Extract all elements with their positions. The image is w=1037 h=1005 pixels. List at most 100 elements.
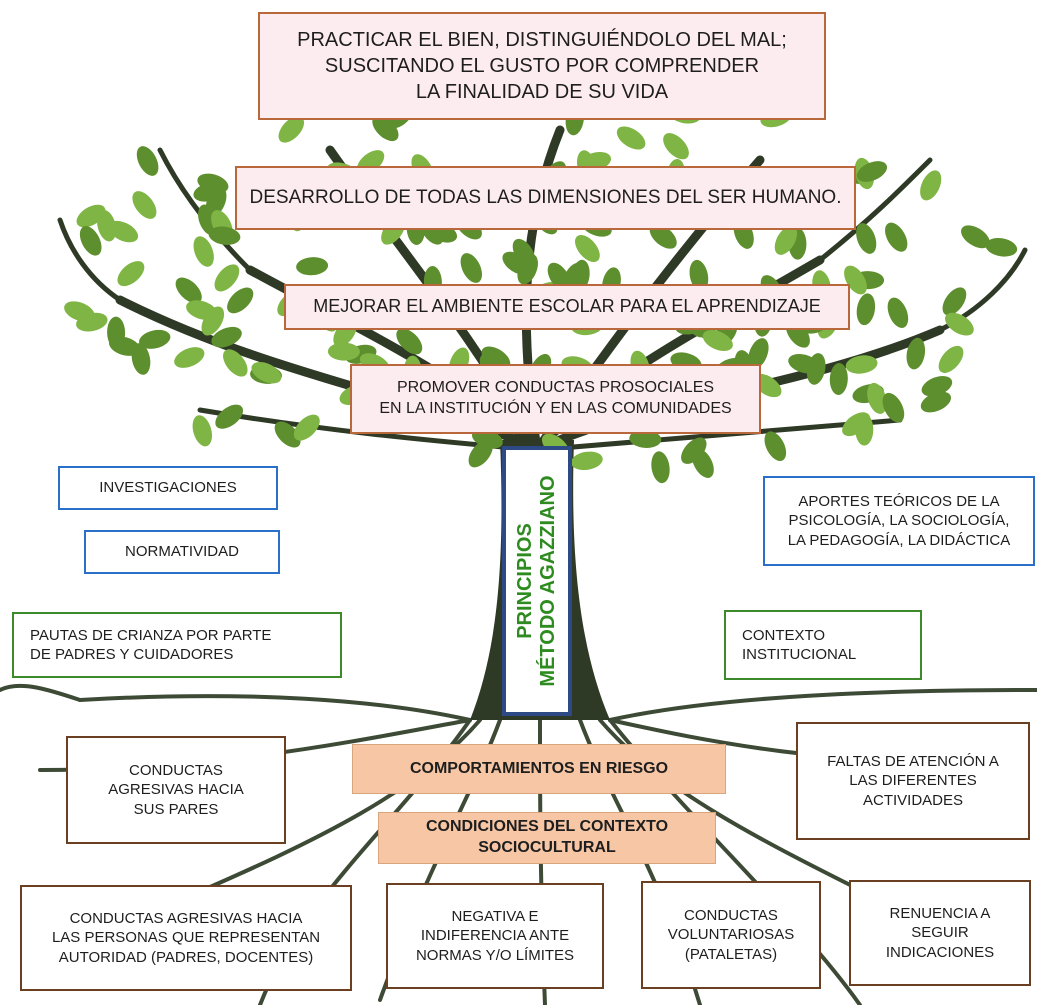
leaf: [663, 133, 689, 160]
leaf: [764, 431, 787, 462]
leaf: [985, 238, 1018, 257]
leaf: [208, 226, 241, 245]
leaf: [517, 253, 538, 285]
leaf: [223, 349, 248, 377]
leaf: [107, 316, 126, 349]
condiciones-contexto-label: CONDICIONES DEL CONTEXTO SOCIOCULTURAL: [425, 818, 669, 856]
leaf: [327, 342, 360, 361]
contexto-institucional-box: CONTEXTO INSTITUCIONAL: [724, 610, 922, 680]
leaf: [79, 225, 102, 256]
root: [0, 683, 82, 702]
leaf: [629, 429, 662, 448]
leaf: [575, 234, 600, 263]
leaf: [274, 421, 301, 448]
leaf: [571, 259, 590, 292]
leaf: [867, 382, 887, 414]
conductas-autoridad-label: CONDUCTAS AGRESIVAS HACIA LAS PERSONAS Q…: [51, 909, 321, 966]
root: [608, 688, 1032, 722]
comportamientos-riesgo-header: COMPORTAMIENTOS EN RIESGO: [352, 744, 726, 794]
leaf: [193, 236, 214, 267]
leaf: [748, 338, 769, 369]
source-investigaciones: INVESTIGACIONES: [58, 466, 278, 510]
leaf: [76, 204, 106, 228]
trunk-box: PRINCIPIOS MÉTODO AGAZZIANO: [502, 446, 572, 716]
leaf: [885, 222, 908, 252]
leaf: [906, 337, 926, 370]
goal-text-3: MEJORAR EL AMBIENTE ESCOLAR PARA EL APRE…: [313, 296, 821, 317]
leaf: [806, 353, 826, 385]
crianza-box: PAUTAS DE CRIANZA POR PARTE DE PADRES Y …: [12, 612, 342, 678]
faltas-atencion-label: FALTAS DE ATENCIÓN A LAS DIFERENTES ACTI…: [827, 752, 999, 809]
leaf: [136, 146, 159, 176]
leaf: [193, 182, 225, 202]
leaf: [856, 161, 888, 182]
leaf: [938, 345, 964, 373]
leaf: [774, 225, 798, 255]
conductas-autoridad-box: CONDUCTAS AGRESIVAS HACIA LAS PERSONAS Q…: [20, 885, 352, 991]
leaf: [293, 414, 320, 441]
goal-text-2: DESARROLLO DE TODAS LAS DIMENSIONES DEL …: [249, 186, 842, 208]
contexto-institucional-label: CONTEXTO INSTITUCIONAL: [742, 626, 857, 664]
leaf: [856, 223, 877, 254]
leaf: [214, 264, 240, 292]
leaf: [372, 115, 399, 142]
leaf: [396, 328, 423, 355]
leaf: [920, 170, 942, 201]
leaf: [882, 392, 905, 423]
source-normatividad: NORMATIVIDAD: [84, 530, 280, 574]
goal-box-2: DESARROLLO DE TODAS LAS DIMENSIONES DEL …: [235, 166, 856, 230]
leaf: [887, 297, 909, 329]
leaf: [691, 448, 714, 478]
leaf: [920, 391, 952, 413]
goal-text-1: PRACTICAR EL BIEN, DISTINGUIÉNDOLO DEL M…: [297, 29, 787, 103]
leaf: [296, 257, 329, 276]
crianza-label: PAUTAS DE CRIANZA POR PARTE DE PADRES Y …: [30, 626, 272, 664]
comportamientos-riesgo-label: COMPORTAMIENTOS EN RIESGO: [409, 759, 669, 777]
trunk-label: PRINCIPIOS MÉTODO AGAZZIANO: [514, 475, 559, 687]
branch: [57, 217, 123, 303]
renuencia-label: RENUENCIA A SEGUIR INDICACIONES: [885, 904, 995, 961]
leaf: [702, 330, 733, 351]
leaf: [649, 223, 677, 249]
leaf: [829, 363, 848, 395]
renuencia-box: RENUENCIA A SEGUIR INDICACIONES: [849, 880, 1031, 986]
leaf: [64, 301, 95, 322]
branch: [157, 147, 253, 273]
leaf: [942, 287, 967, 316]
goal-box-1: PRACTICAR EL BIEN, DISTINGUIÉNDOLO DEL M…: [258, 12, 826, 120]
leaf: [571, 451, 603, 471]
leaf: [945, 312, 974, 336]
leaf: [174, 347, 205, 368]
conductas-voluntariosas-box: CONDUCTAS VOLUNTARIOSAS (PATALETAS): [641, 881, 821, 989]
root: [78, 694, 472, 722]
leaf: [251, 361, 282, 384]
leaf: [845, 355, 878, 374]
leaf: [215, 404, 244, 429]
leaf: [961, 225, 990, 249]
leaf: [211, 326, 242, 348]
source-aportes-label: APORTES TEÓRICOS DE LA PSICOLOGÍA, LA SO…: [787, 492, 1011, 549]
leaf: [175, 277, 202, 304]
goal-text-4: PROMOVER CONDUCTAS PROSOCIALES EN LA INS…: [379, 379, 732, 417]
leaf: [616, 126, 646, 150]
leaf: [460, 253, 483, 283]
goal-box-3: MEJORAR EL AMBIENTE ESCOLAR PARA EL APRE…: [284, 284, 850, 330]
goal-box-4: PROMOVER CONDUCTAS PROSOCIALES EN LA INS…: [350, 364, 761, 434]
leaf: [278, 116, 305, 143]
negativa-normas-box: NEGATIVA E INDIFERENCIA ANTE NORMAS Y/O …: [386, 883, 604, 989]
leaf: [651, 451, 670, 484]
leaf: [227, 287, 254, 314]
leaf: [186, 300, 218, 320]
leaf: [192, 415, 213, 447]
leaf: [921, 376, 953, 397]
leaf: [689, 259, 709, 292]
condiciones-contexto-header: CONDICIONES DEL CONTEXTO SOCIOCULTURAL: [378, 812, 716, 864]
source-normatividad-label: NORMATIVIDAD: [125, 543, 239, 561]
faltas-atencion-box: FALTAS DE ATENCIÓN A LAS DIFERENTES ACTI…: [796, 722, 1030, 840]
source-investigaciones-label: INVESTIGACIONES: [99, 479, 237, 497]
negativa-normas-label: NEGATIVA E INDIFERENCIA ANTE NORMAS Y/O …: [415, 907, 575, 964]
leaf: [132, 191, 157, 219]
conductas-pares-box: CONDUCTAS AGRESIVAS HACIA SUS PARES: [66, 736, 286, 844]
source-aportes-teoricos: APORTES TEÓRICOS DE LA PSICOLOGÍA, LA SO…: [763, 476, 1035, 566]
leaf: [138, 329, 171, 349]
